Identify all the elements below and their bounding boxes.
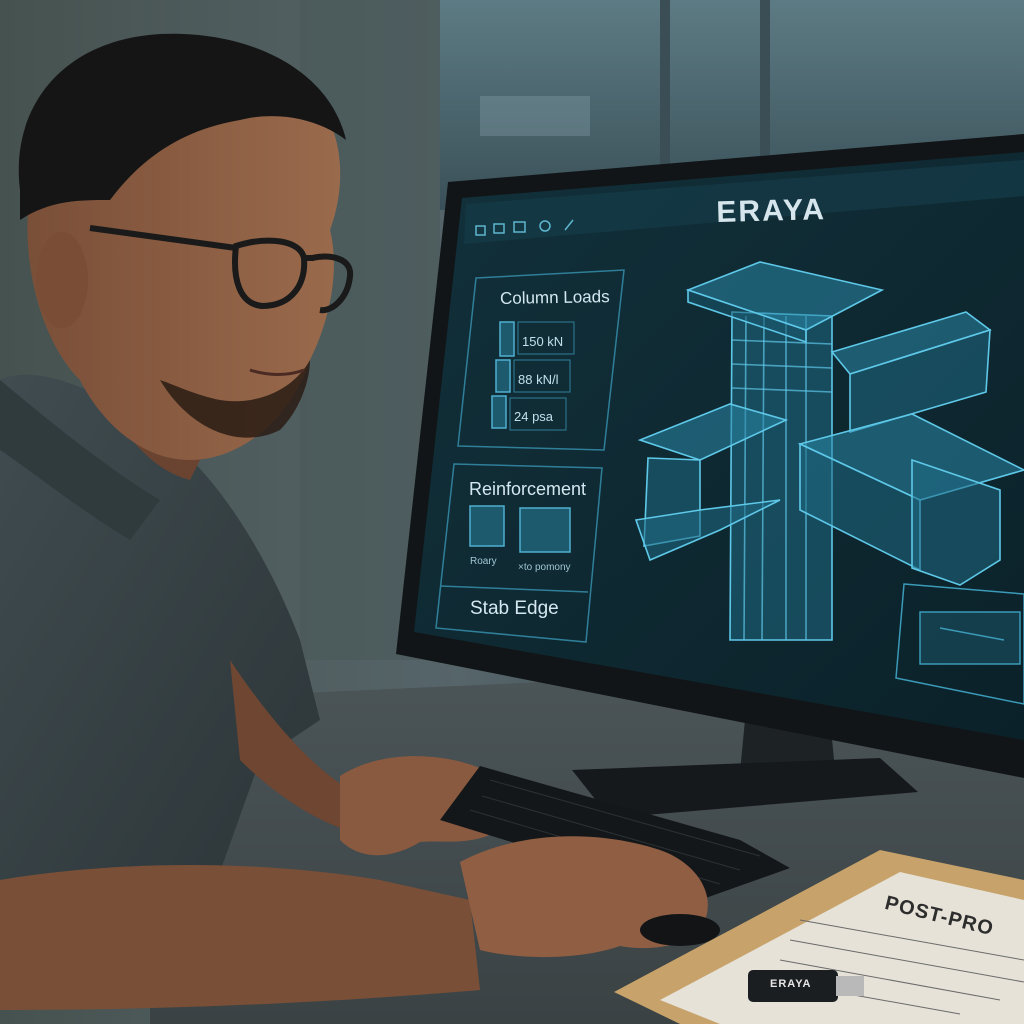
mouse — [640, 914, 720, 946]
load-value-1: 150 kN — [522, 334, 564, 349]
eraya-brand: ERAYA — [716, 193, 827, 229]
load-value-2: 88 kN/l — [518, 372, 559, 387]
right-forearm — [0, 865, 480, 1010]
reinforcement-label-1: Roary — [470, 556, 497, 567]
screen-panels — [435, 269, 625, 643]
hair — [18, 33, 347, 220]
monitor-base — [572, 758, 918, 818]
detail-inset — [895, 583, 1024, 705]
document-lines — [769, 919, 1024, 1015]
beard — [160, 360, 310, 438]
load-value-3: 24 psa — [514, 409, 554, 424]
glasses — [89, 225, 354, 314]
reinforcement-label-2: ×to pomony — [518, 562, 571, 573]
usb-label: ERAYA — [770, 978, 812, 990]
usb-connector — [836, 976, 864, 996]
load-boxes — [509, 321, 575, 431]
column-loads-title: Column Loads — [499, 287, 610, 308]
keyboard — [440, 766, 790, 900]
usb-drive — [748, 970, 838, 1002]
screen-toolbar — [464, 160, 1024, 244]
slab-edge-title: Stab Edge — [470, 598, 559, 619]
load-bars — [491, 321, 515, 429]
reinforcement-title: Reinforcement — [469, 479, 587, 499]
wireframe-model — [634, 261, 1024, 641]
left-hand — [340, 756, 502, 856]
toolbar-icons — [475, 219, 574, 236]
reinforcement-icons — [469, 505, 571, 553]
